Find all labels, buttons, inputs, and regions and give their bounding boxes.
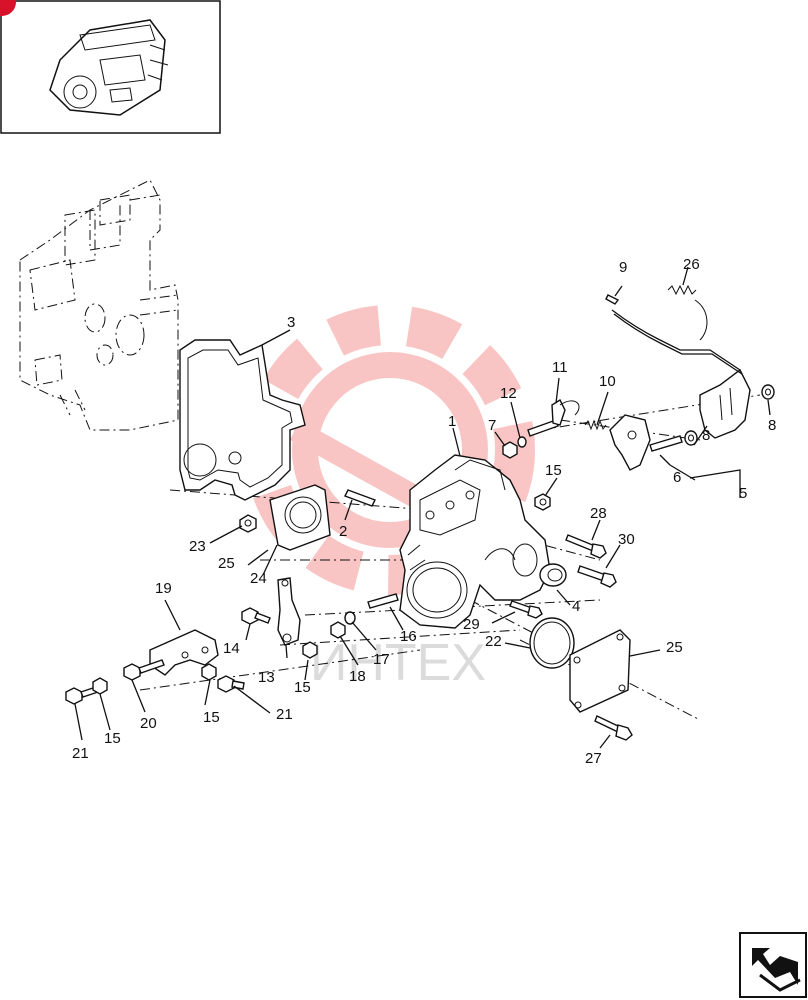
engine-thumbnail[interactable]: [0, 0, 221, 134]
label-18: 18: [349, 668, 366, 685]
label-5: 5: [739, 485, 747, 502]
spring-26[interactable]: [667, 284, 708, 341]
nut-15-top[interactable]: [534, 493, 551, 511]
label-25b: 25: [666, 639, 683, 656]
label-12: 12: [500, 385, 517, 402]
cover-plate-25[interactable]: [569, 629, 631, 713]
nut-15-middle[interactable]: [302, 641, 318, 659]
label-7: 7: [488, 417, 496, 434]
o-ring-22[interactable]: [529, 617, 575, 669]
nut-7[interactable]: [502, 441, 518, 459]
washer-12[interactable]: [517, 436, 527, 448]
label-13: 13: [258, 669, 275, 686]
label-3: 3: [287, 314, 295, 331]
watermark-text: ИНТЕХ: [310, 634, 486, 692]
nut-15-lower[interactable]: [201, 663, 217, 681]
label-17: 17: [373, 651, 390, 668]
bolt-29[interactable]: [509, 600, 543, 619]
washer-8-left[interactable]: [684, 430, 698, 446]
engine-thumbnail-icon: [49, 19, 169, 116]
label-19: 19: [155, 580, 172, 597]
front-cover-gasket[interactable]: [179, 339, 306, 501]
label-6: 6: [673, 469, 681, 486]
label-11: 11: [552, 359, 568, 376]
label-8a: 8: [702, 427, 710, 444]
cover-plate-gasket[interactable]: [269, 484, 331, 551]
governor-lever-assembly[interactable]: [609, 368, 751, 471]
label-24: 24: [250, 570, 267, 587]
engine-block-outline: [19, 179, 179, 431]
front-cover-housing[interactable]: [399, 454, 551, 629]
shaft-16[interactable]: [367, 593, 399, 609]
label-27: 27: [585, 750, 602, 767]
label-8b: 8: [768, 417, 776, 434]
spring-10[interactable]: [584, 419, 607, 431]
label-15b: 15: [294, 679, 311, 696]
label-15d: 15: [104, 730, 121, 747]
next-page-arrow-icon[interactable]: [739, 932, 807, 998]
label-23: 23: [189, 538, 206, 555]
nut-18[interactable]: [330, 621, 346, 639]
label-28: 28: [590, 505, 607, 522]
label-20: 20: [140, 715, 157, 732]
washer-8-right[interactable]: [761, 384, 775, 400]
oil-seal-4[interactable]: [539, 563, 567, 587]
bolt-20[interactable]: [123, 659, 165, 681]
leader-lines: [74, 266, 771, 749]
label-21a: 21: [72, 745, 89, 762]
label-25a: 25: [218, 555, 235, 572]
label-21b: 21: [276, 706, 293, 723]
bolt-30[interactable]: [577, 565, 617, 588]
label-29: 29: [463, 616, 480, 633]
label-2: 2: [339, 523, 347, 540]
nut-15-left[interactable]: [92, 677, 108, 695]
lever-13[interactable]: [277, 577, 301, 646]
bolt-28[interactable]: [565, 534, 607, 559]
label-16: 16: [400, 628, 417, 645]
washer-17[interactable]: [344, 611, 356, 625]
bracket-19[interactable]: [149, 629, 219, 676]
dowel-pin-2[interactable]: [344, 489, 376, 507]
label-30: 30: [618, 531, 635, 548]
label-15c: 15: [203, 709, 220, 726]
bolt-14[interactable]: [241, 607, 271, 625]
lever-11[interactable]: [527, 398, 580, 437]
rod-9[interactable]: [605, 294, 743, 375]
label-1: 1: [448, 413, 456, 430]
label-22: 22: [485, 633, 502, 650]
label-26: 26: [683, 256, 700, 273]
label-9: 9: [619, 259, 627, 276]
nut-23[interactable]: [239, 514, 257, 533]
bolt-21-right[interactable]: [217, 675, 245, 693]
part-labels: 3 1 2 4 5 6 7 8 8 9 10 11 12 13 14 15 15…: [72, 256, 776, 767]
label-10: 10: [599, 373, 616, 390]
bolt-27[interactable]: [594, 715, 633, 741]
label-4: 4: [572, 598, 580, 615]
label-14: 14: [223, 640, 240, 657]
label-15a: 15: [545, 462, 562, 479]
